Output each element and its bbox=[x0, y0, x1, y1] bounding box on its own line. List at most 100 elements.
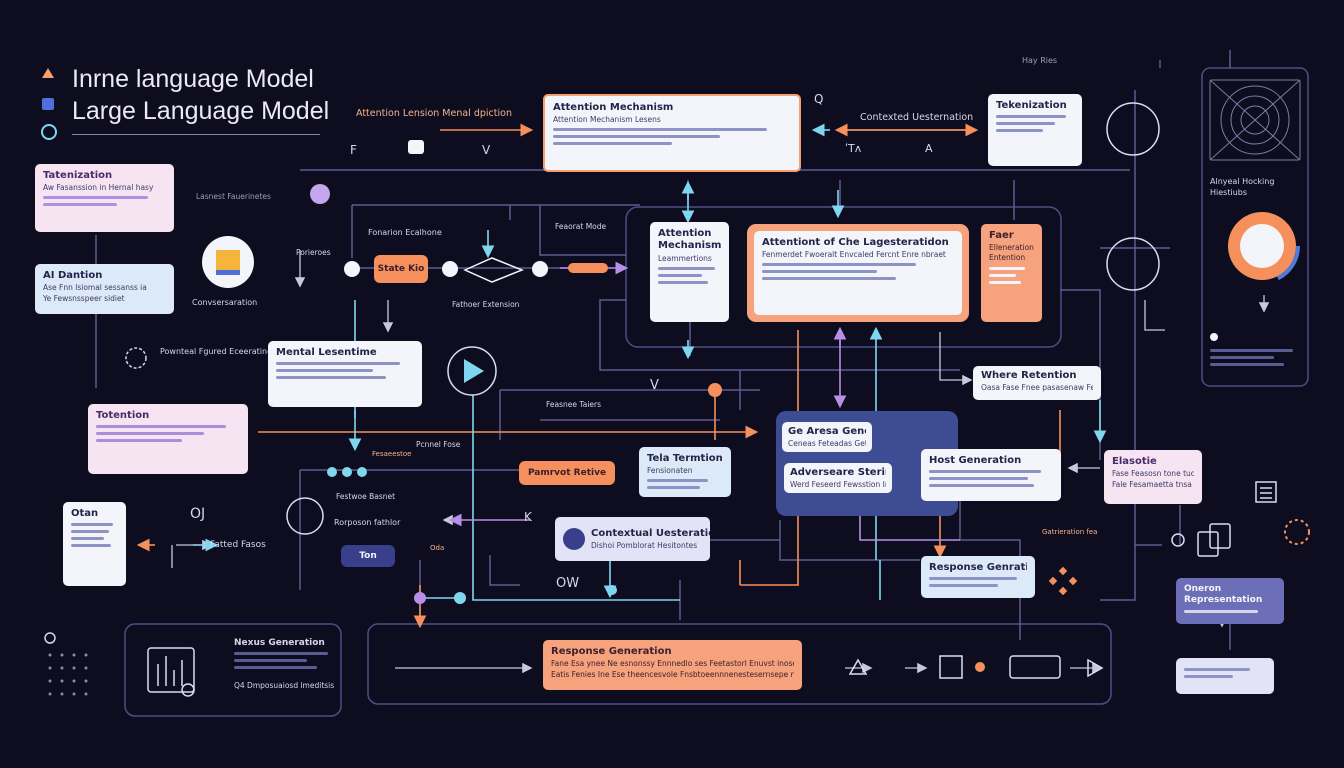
otan-card[interactable]: Otan bbox=[63, 502, 126, 586]
attention-mechanism-title: Attention Mechanism bbox=[553, 102, 674, 113]
elasotie-sub2: Fale Fesamaetta tnsa fie bbox=[1112, 480, 1194, 489]
node-circles bbox=[125, 102, 1310, 545]
mental-lesentime-title: Mental Lesentime bbox=[276, 347, 377, 358]
ai-dantion-title: AI Dantion bbox=[43, 270, 103, 281]
contexted-label: Contexted Uesternation bbox=[860, 112, 974, 123]
central-big-wrapper: Attentiont of Che Lagesteratidon Fenmerd… bbox=[747, 224, 969, 322]
central-inner-title: Attention Mechanism bbox=[658, 228, 721, 251]
nexus-generation-title: Nexus Generation bbox=[234, 638, 325, 648]
rorposon-label: Rorposon fathlor bbox=[334, 518, 401, 527]
response-generation-bottom-sub: Fane Esa ynee Ne esnonssy Ennnedlo ses F… bbox=[551, 659, 794, 668]
elasotie-sub: Fase Feasosn tone tuo tide bbox=[1112, 469, 1194, 478]
the-aresa-title: Ge Aresa Generation bbox=[788, 426, 866, 437]
response-generation-bottom-card[interactable]: Response Generation Fane Esa ynee Ne esn… bbox=[543, 640, 802, 690]
response-generation-mid-card[interactable]: Response Genration bbox=[921, 556, 1035, 598]
decor-dots bbox=[44, 184, 722, 644]
elasotie-card[interactable]: Elasotie Fase Feasosn tone tuo tide Fale… bbox=[1104, 450, 1202, 504]
nexus-generation-sub: Q4 Dmposuaiosd lmeditsis bbox=[234, 681, 335, 690]
where-retention-title: Where Retention bbox=[981, 370, 1077, 381]
layers-icon-circle bbox=[202, 236, 254, 288]
mini-bar-icon bbox=[147, 647, 195, 697]
mental-lesentime-card[interactable]: Mental Lesentime bbox=[268, 341, 422, 407]
ai-dantion-sub2: Ye Fewsnsspeer sidiet bbox=[43, 294, 125, 303]
layers-icon bbox=[216, 249, 240, 275]
state-kio-chip[interactable]: State Kio bbox=[374, 255, 428, 283]
fatted-label: Fatted Fasos bbox=[210, 540, 266, 550]
bullet-icon bbox=[1210, 333, 1218, 341]
header-title-line2: Large Language Model bbox=[72, 97, 330, 125]
response-generation-bottom-sub2: Eatis Fenies Ine Ese theencesvole Fnsbto… bbox=[551, 670, 794, 679]
triangle-icon bbox=[42, 68, 54, 78]
attention-mechanism-sub: Attention Mechanism Lesens bbox=[553, 115, 661, 124]
festwoe-label: Festwoe Basnet bbox=[336, 492, 396, 501]
radar-graphic bbox=[1209, 79, 1301, 161]
camera-icon bbox=[408, 140, 424, 154]
glyph-q: Q bbox=[814, 92, 824, 106]
response-generation-mid-title: Response Genration bbox=[929, 562, 1027, 573]
central-side-card[interactable]: Faer Elleneratione Entention bbox=[981, 224, 1042, 322]
attention-mechanism-bars bbox=[553, 128, 791, 145]
chip-icon bbox=[41, 124, 57, 140]
ai-dantion-card[interactable]: AI Dantion Ase Fnn lsiomal sessanss ia Y… bbox=[35, 264, 174, 314]
fesaeestoe-label: Fesaeestoe bbox=[372, 450, 412, 458]
totention-card[interactable]: Totention bbox=[88, 404, 248, 474]
bottom-right-list-card[interactable] bbox=[1176, 658, 1274, 694]
central-big-title: Attentiont of Che Lagesteratidon bbox=[762, 237, 949, 248]
tokenization-left-title: Tatenization bbox=[43, 170, 113, 181]
central-side-sub: Elleneratione Entention bbox=[989, 243, 1034, 262]
tag-dark-chip[interactable]: Ton bbox=[341, 545, 395, 567]
adverse-steering-card[interactable]: Adverseare Stering Werd Feseerd Fewsstio… bbox=[784, 463, 892, 493]
oneron-representation-card[interactable]: Oneron Representation bbox=[1176, 578, 1284, 624]
tokenization-left-card[interactable]: Tatenization Aw Fasanssion in Hernal has… bbox=[35, 164, 174, 232]
contextual-uesterations-card[interactable]: Contextual Uesterations Dishoi Pomblorat… bbox=[555, 517, 710, 561]
avatar bbox=[563, 528, 585, 550]
feaorat-label: Feaorat Mode bbox=[555, 222, 607, 231]
the-aresa-card[interactable]: Ge Aresa Generation Ceneas Feteadas Geti… bbox=[782, 422, 872, 452]
diamond-decor bbox=[1048, 566, 1078, 596]
header-icons bbox=[38, 66, 58, 146]
contextual-uesterations-sub: Dishoi Pomblorat Hesitontes bbox=[591, 541, 698, 550]
flow-label: Attention Lension Menal dpiction bbox=[356, 108, 512, 119]
adverse-steering-sub: Werd Feseerd Fewsstion Ind Intas bbox=[790, 480, 886, 489]
tokenization-top-title: Tekenization bbox=[996, 100, 1067, 111]
central-inner-card[interactable]: Attention Mechanism Leammertions bbox=[650, 222, 729, 322]
otan-title: Otan bbox=[71, 508, 99, 519]
aloysed-hocking-sub: Hiestiubs bbox=[1210, 188, 1248, 197]
right-panel-frame bbox=[1201, 67, 1309, 387]
where-retention-sub: Oasa Fase Fnee pasasenaw Fedas ? bbox=[981, 383, 1093, 392]
gatrieration-label: Gatrieration fea bbox=[1042, 528, 1098, 536]
porieroes-label: Porieroes bbox=[296, 248, 331, 257]
fonarion-label: Fonarion Ecalhone bbox=[368, 228, 442, 237]
parrvot-retive-chip[interactable]: Pamrvot Retive bbox=[519, 461, 615, 485]
oj-glyph: OJ bbox=[190, 506, 206, 522]
ai-dantion-sub: Ase Fnn lsiomal sessanss ia bbox=[43, 283, 147, 292]
header-divider bbox=[72, 134, 320, 135]
glyph-v: V bbox=[482, 143, 491, 157]
pcnnel-label: Pcnnel Fose bbox=[416, 440, 461, 449]
shield-icon bbox=[42, 98, 54, 110]
host-generation-card[interactable]: Host Generation bbox=[921, 449, 1061, 501]
v-glyph: V bbox=[650, 378, 659, 393]
ow-glyph: OW bbox=[556, 576, 580, 591]
conversation-label: Convsersaration bbox=[192, 298, 258, 307]
central-inner-sub: Leammertions bbox=[658, 254, 712, 263]
contextual-uesterations-title: Contextual Uesterations bbox=[591, 528, 710, 539]
slider-pill[interactable] bbox=[568, 263, 608, 273]
tela-termtion-card[interactable]: Tela Termtion Fensionaten bbox=[639, 447, 731, 497]
central-big-sub: Fenmerdet Fwoeralt Envcaled Fercnt Enre … bbox=[762, 250, 946, 259]
attention-mechanism-card[interactable]: Attention Mechanism Attention Mechanism … bbox=[543, 94, 801, 172]
tela-termtion-sub: Fensionaten bbox=[647, 466, 693, 475]
pownteal-label: Pownteal Fgured Eceeratines bbox=[160, 347, 277, 356]
where-retention-card[interactable]: Where Retention Oasa Fase Fnee pasasenaw… bbox=[973, 366, 1101, 400]
feasnee-label: Feasnee Taiers bbox=[546, 400, 602, 409]
central-big-card[interactable]: Attentiont of Che Lagesteratidon Fenmerd… bbox=[754, 231, 962, 315]
central-side-title: Faer bbox=[989, 230, 1014, 241]
aloysed-hocking-title: Alnyeal Hocking bbox=[1210, 177, 1275, 186]
tokenization-top-card[interactable]: Tekenization bbox=[988, 94, 1082, 166]
bottom-chain-icons bbox=[848, 655, 1104, 679]
response-generation-bottom-title: Response Generation bbox=[551, 646, 672, 657]
oneron-representation-title: Oneron Representation bbox=[1184, 584, 1263, 605]
top-tag: Hay Ries bbox=[1022, 56, 1058, 65]
lasnest-label: Lasnest Fauerinetes bbox=[196, 192, 271, 201]
